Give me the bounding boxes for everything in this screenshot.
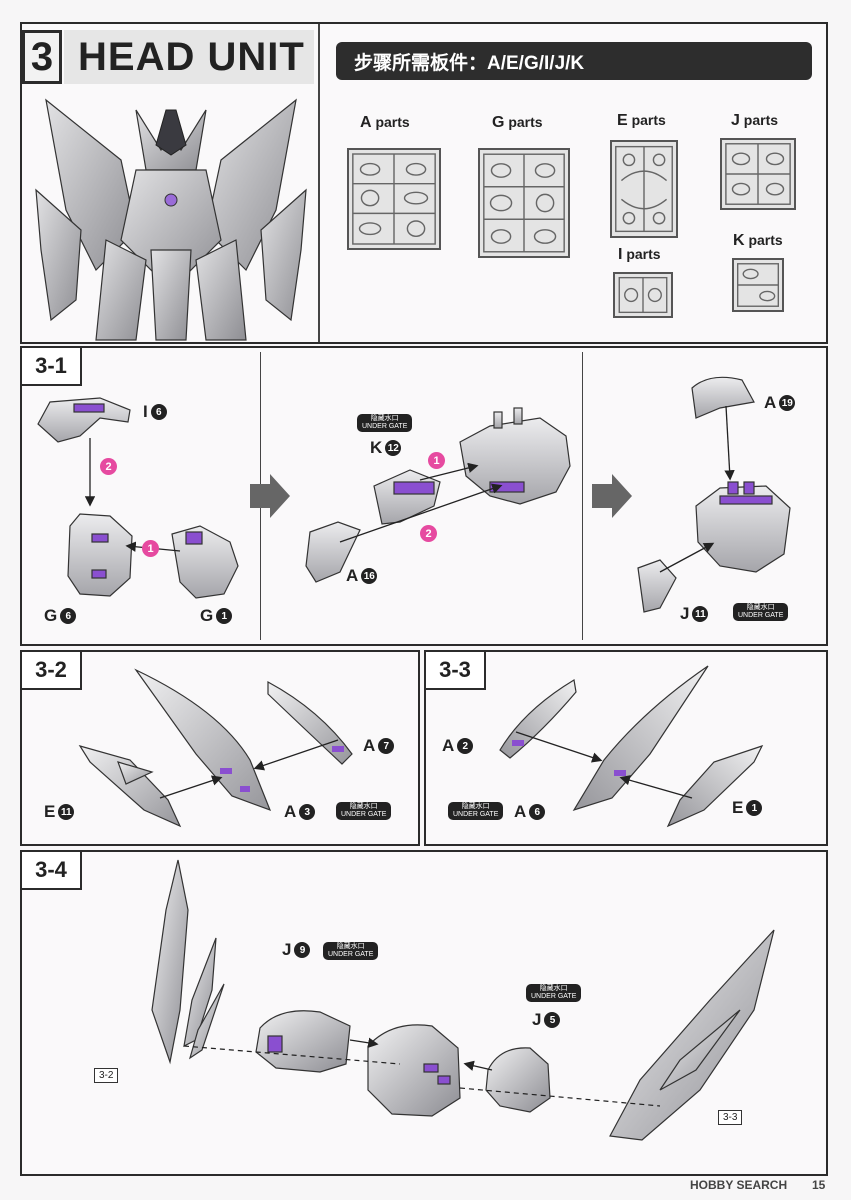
runner-label-j: J parts bbox=[731, 112, 779, 129]
runner-label-i: I parts bbox=[618, 246, 661, 263]
required-parts-bar: 步骤所需板件：A/E/G/I/J/K bbox=[336, 42, 812, 80]
order-marker: 2 bbox=[420, 525, 437, 542]
step-title: HEAD UNIT bbox=[64, 30, 314, 84]
runner-j bbox=[720, 138, 796, 210]
order-marker: 1 bbox=[142, 540, 159, 557]
step-3-3-drawing bbox=[499, 665, 764, 828]
step-number: 3 bbox=[22, 30, 62, 84]
runner-e bbox=[610, 140, 678, 238]
runner-label-e: E parts bbox=[617, 112, 666, 129]
step-3-3-label: 3-3 bbox=[424, 650, 486, 690]
ref-step-3-3: 3-3 bbox=[718, 1110, 743, 1125]
order-marker: 2 bbox=[100, 458, 117, 475]
page-number: 15 bbox=[812, 1178, 826, 1192]
step-3-1-divider-2 bbox=[582, 352, 583, 640]
step-3-1-label: 3-1 bbox=[20, 346, 82, 386]
runner-a bbox=[347, 148, 441, 250]
watermark: HOBBY SEARCH bbox=[690, 1178, 788, 1192]
runner-label-k: K parts bbox=[733, 232, 783, 249]
robot-illustration bbox=[26, 90, 316, 342]
runner-k bbox=[732, 258, 784, 312]
step-3-4-drawing bbox=[151, 859, 775, 1141]
step-3-4-label: 3-4 bbox=[20, 850, 82, 890]
step-3-1-drawing bbox=[37, 376, 791, 613]
ref-step-3-2: 3-2 bbox=[94, 1068, 119, 1083]
step-3-2-label: 3-2 bbox=[20, 650, 82, 690]
runner-label-a: A parts bbox=[360, 114, 410, 131]
runner-label-g: G parts bbox=[492, 114, 543, 131]
runner-i bbox=[613, 272, 673, 318]
order-marker: 1 bbox=[428, 452, 445, 469]
header-divider bbox=[318, 24, 320, 342]
step-3-2-drawing bbox=[78, 668, 353, 828]
runner-g bbox=[478, 148, 570, 258]
